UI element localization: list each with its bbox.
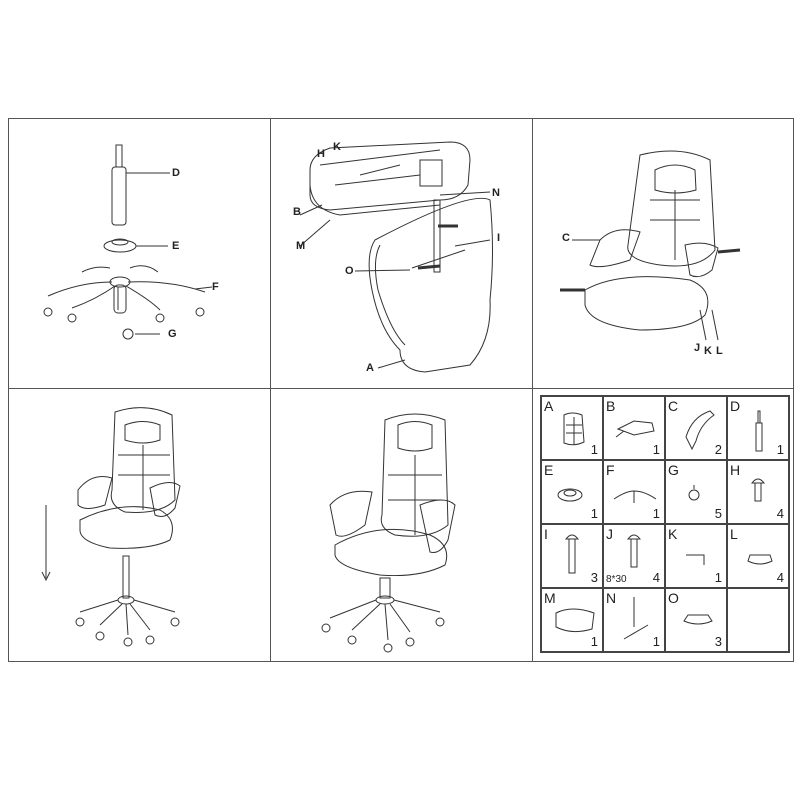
part-letter: A: [544, 398, 554, 414]
part-letter: L: [730, 526, 738, 542]
part-quantity: 1: [652, 442, 660, 457]
part-M-icon: [555, 608, 595, 633]
label-H: H: [317, 148, 325, 160]
step-6-cell: [532, 388, 794, 662]
part-quantity: 1: [714, 570, 722, 585]
part-K-icon: [686, 554, 705, 565]
part-A-icon: [563, 412, 585, 446]
part-quantity: 4: [652, 570, 660, 585]
part-spec: 8*30: [606, 574, 627, 585]
part-O-icon: [683, 614, 713, 625]
part-letter: K: [668, 526, 678, 542]
label-O: O: [345, 265, 354, 277]
part-quantity: 4: [776, 506, 784, 521]
part-quantity: 2: [714, 442, 722, 457]
part-cell-empty: [727, 588, 789, 652]
part-quantity: 4: [776, 570, 784, 585]
part-letter: G: [668, 462, 679, 478]
part-letter: B: [606, 398, 616, 414]
part-I-icon: [564, 534, 580, 574]
label-B: B: [293, 206, 301, 218]
label-E: E: [172, 240, 180, 252]
label-L: L: [716, 345, 723, 357]
part-quantity: 1: [776, 442, 784, 457]
part-cell-J: J 4 8*30: [603, 524, 665, 588]
part-D-icon: [755, 410, 763, 452]
part-letter: J: [606, 526, 613, 542]
star-base-illustration: [43, 265, 213, 340]
part-quantity: 5: [714, 506, 722, 521]
part-quantity: 3: [714, 634, 722, 649]
backrest-illustration: [354, 197, 493, 373]
part-G-icon: [688, 485, 700, 501]
label-D: D: [172, 167, 180, 179]
part-letter: F: [606, 462, 615, 478]
part-quantity: 1: [652, 506, 660, 521]
chair-illustration-step-3: [560, 150, 741, 341]
part-quantity: 1: [590, 506, 598, 521]
label-K: K: [333, 141, 341, 153]
part-letter: N: [606, 590, 617, 606]
label-I: I: [497, 232, 501, 244]
label-J: J: [694, 342, 701, 354]
label-N: N: [492, 187, 500, 199]
chair-illustration-step-4: [41, 407, 181, 647]
chair-illustration-step-5: [321, 413, 456, 653]
part-letter: I: [544, 526, 548, 542]
part-C-icon: [685, 410, 715, 451]
part-H-icon: [750, 478, 766, 502]
part-quantity: 1: [590, 442, 598, 457]
part-N-icon: [623, 597, 649, 640]
label-F: F: [212, 281, 219, 293]
part-letter: H: [730, 462, 741, 478]
part-F-icon: [613, 490, 657, 503]
part-quantity: 1: [652, 634, 660, 649]
label-G: G: [168, 328, 177, 340]
part-quantity: 3: [590, 570, 598, 585]
label-M: M: [296, 240, 306, 252]
label-C: C: [562, 232, 570, 244]
part-letter: D: [730, 398, 741, 414]
label-K: K: [704, 345, 712, 357]
part-B-icon: [615, 420, 655, 438]
part-quantity: 1: [590, 634, 598, 649]
part-E-icon: [557, 488, 583, 502]
part-L-icon: [747, 554, 773, 565]
label-A: A: [366, 362, 374, 374]
part-letter: C: [668, 398, 679, 414]
part-letter: M: [544, 590, 556, 606]
part-J-icon: [626, 534, 642, 568]
gas-lift-illustration: [103, 144, 170, 253]
seat-and-mechanism-illustration: [299, 141, 491, 247]
part-letter: E: [544, 462, 554, 478]
part-letter: O: [668, 590, 679, 606]
